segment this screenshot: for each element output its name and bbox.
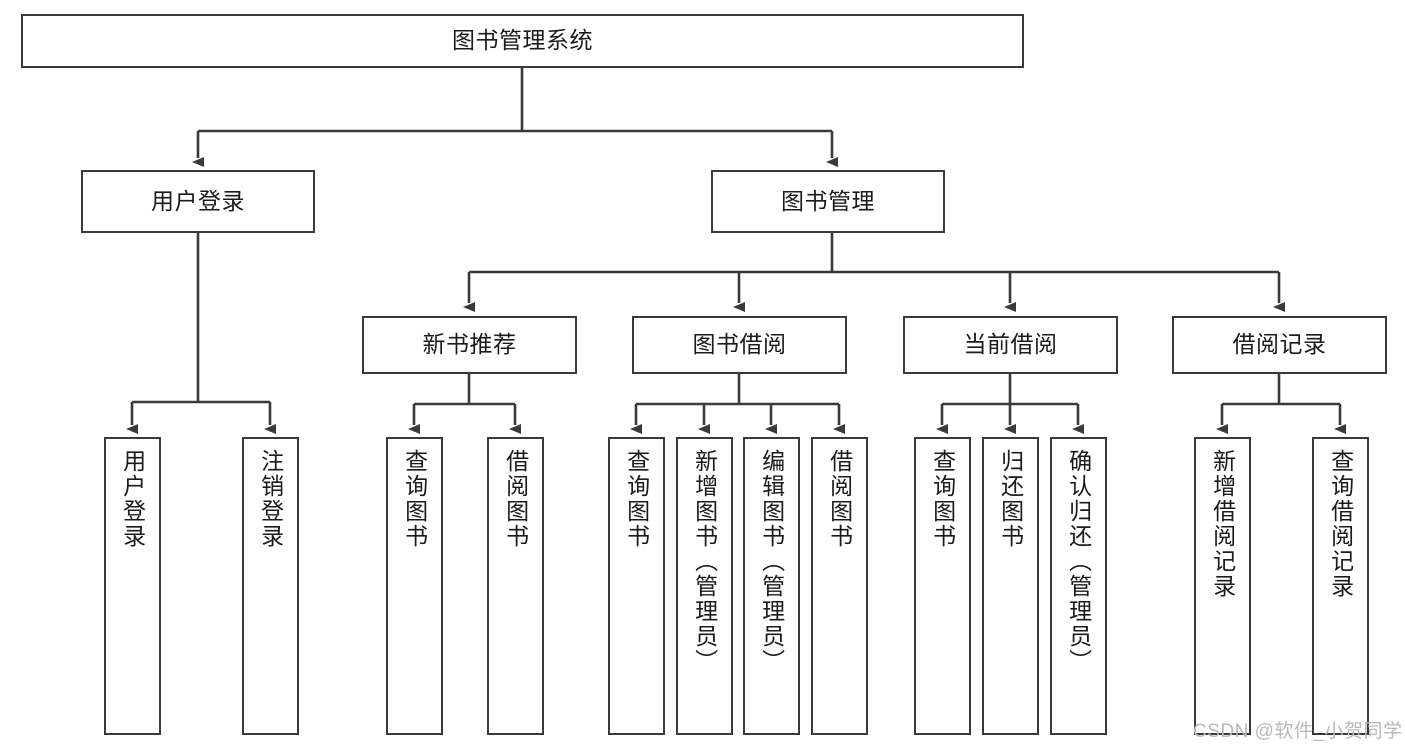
leaf-user-logout-label: 注销登录 bbox=[257, 449, 284, 549]
node-book-borrow-label: 图书借阅 bbox=[692, 331, 787, 358]
leaf-add-record[interactable]: 新增借阅记录 bbox=[1194, 437, 1251, 735]
leaf-borrow-book-2-label: 借阅图书 bbox=[826, 449, 853, 549]
node-borrow-record-label: 借阅记录 bbox=[1232, 331, 1327, 358]
leaf-return-book[interactable]: 归还图书 bbox=[982, 437, 1039, 735]
leaf-query-book-2[interactable]: 查询图书 bbox=[608, 437, 665, 735]
leaf-add-record-label: 新增借阅记录 bbox=[1209, 449, 1236, 599]
leaf-query-book-1[interactable]: 查询图书 bbox=[386, 437, 443, 735]
node-borrow-record[interactable]: 借阅记录 bbox=[1172, 316, 1387, 374]
leaf-edit-book[interactable]: 编辑图书（管理员） bbox=[743, 437, 800, 735]
csdn-watermark: CSDN @软件_小贺同学 bbox=[1193, 721, 1403, 742]
leaf-edit-book-label: 编辑图书（管理员） bbox=[758, 449, 785, 674]
leaf-confirm-return[interactable]: 确认归还（管理员） bbox=[1050, 437, 1107, 735]
leaf-user-login[interactable]: 用户登录 bbox=[104, 437, 161, 735]
leaf-query-book-1-label: 查询图书 bbox=[401, 449, 428, 549]
node-root-label: 图书管理系统 bbox=[452, 27, 593, 54]
leaf-query-book-3[interactable]: 查询图书 bbox=[914, 437, 971, 735]
leaf-return-book-label: 归还图书 bbox=[997, 449, 1024, 549]
leaf-confirm-return-label: 确认归还（管理员） bbox=[1065, 449, 1092, 674]
node-root[interactable]: 图书管理系统 bbox=[21, 14, 1024, 68]
leaf-add-book-label: 新增图书（管理员） bbox=[691, 449, 718, 674]
node-book-borrow[interactable]: 图书借阅 bbox=[632, 316, 847, 374]
node-user-login[interactable]: 用户登录 bbox=[81, 170, 315, 233]
leaf-query-record-label: 查询借阅记录 bbox=[1327, 449, 1354, 599]
leaf-add-book[interactable]: 新增图书（管理员） bbox=[676, 437, 733, 735]
node-book-manage-label: 图书管理 bbox=[781, 187, 875, 214]
leaf-query-record[interactable]: 查询借阅记录 bbox=[1312, 437, 1369, 735]
node-current-borrow[interactable]: 当前借阅 bbox=[903, 316, 1118, 374]
node-new-book-rec-label: 新书推荐 bbox=[422, 331, 517, 358]
leaf-query-book-3-label: 查询图书 bbox=[929, 449, 956, 549]
leaf-query-book-2-label: 查询图书 bbox=[623, 449, 650, 549]
node-new-book-rec[interactable]: 新书推荐 bbox=[362, 316, 577, 374]
node-book-manage[interactable]: 图书管理 bbox=[711, 170, 945, 233]
leaf-borrow-book-2[interactable]: 借阅图书 bbox=[811, 437, 868, 735]
leaf-borrow-book-1-label: 借阅图书 bbox=[502, 449, 529, 549]
leaf-user-login-label: 用户登录 bbox=[119, 449, 146, 549]
node-current-borrow-label: 当前借阅 bbox=[963, 331, 1058, 358]
leaf-borrow-book-1[interactable]: 借阅图书 bbox=[487, 437, 544, 735]
leaf-user-logout[interactable]: 注销登录 bbox=[242, 437, 299, 735]
node-user-login-label: 用户登录 bbox=[151, 187, 245, 214]
